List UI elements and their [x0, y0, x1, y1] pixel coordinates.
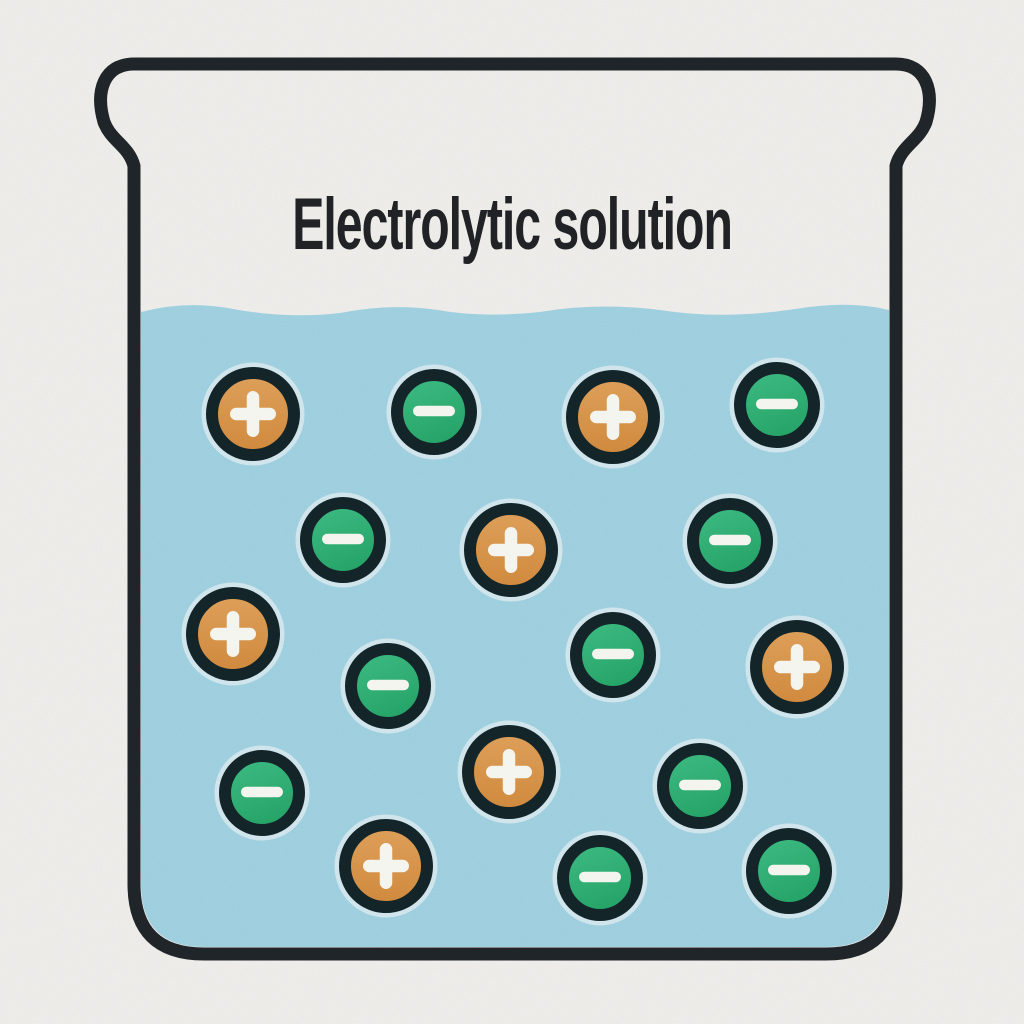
- negative-ion: [741, 823, 837, 919]
- negative-ion: [682, 493, 778, 589]
- minus-icon: [709, 534, 751, 546]
- negative-ion: [386, 364, 482, 460]
- plus-icon: [790, 644, 804, 690]
- positive-ion: [201, 362, 305, 466]
- plus-icon: [504, 527, 518, 573]
- positive-ion: [561, 365, 665, 469]
- plus-icon: [502, 749, 516, 795]
- minus-icon: [592, 648, 634, 660]
- positive-ion: [181, 582, 285, 686]
- minus-icon: [756, 398, 798, 410]
- negative-ion: [214, 745, 310, 841]
- minus-icon: [322, 533, 364, 545]
- positive-ion: [457, 720, 561, 824]
- minus-icon: [367, 679, 409, 691]
- minus-icon: [413, 405, 455, 417]
- plus-icon: [606, 394, 620, 440]
- diagram-title-text: Electrolytic solution: [292, 184, 733, 265]
- negative-ion: [652, 738, 748, 834]
- negative-ion: [340, 638, 436, 734]
- negative-ion: [295, 492, 391, 588]
- negative-ion: [552, 830, 648, 926]
- positive-ion: [745, 615, 849, 719]
- plus-icon: [226, 611, 240, 657]
- diagram-title: Electrolytic solution: [0, 188, 1024, 261]
- plus-icon: [379, 843, 393, 889]
- negative-ion: [565, 607, 661, 703]
- plus-icon: [246, 391, 260, 437]
- positive-ion: [459, 498, 563, 602]
- negative-ion: [729, 357, 825, 453]
- minus-icon: [579, 871, 621, 883]
- minus-icon: [768, 864, 810, 876]
- minus-icon: [679, 779, 721, 791]
- minus-icon: [241, 786, 283, 798]
- positive-ion: [334, 814, 438, 918]
